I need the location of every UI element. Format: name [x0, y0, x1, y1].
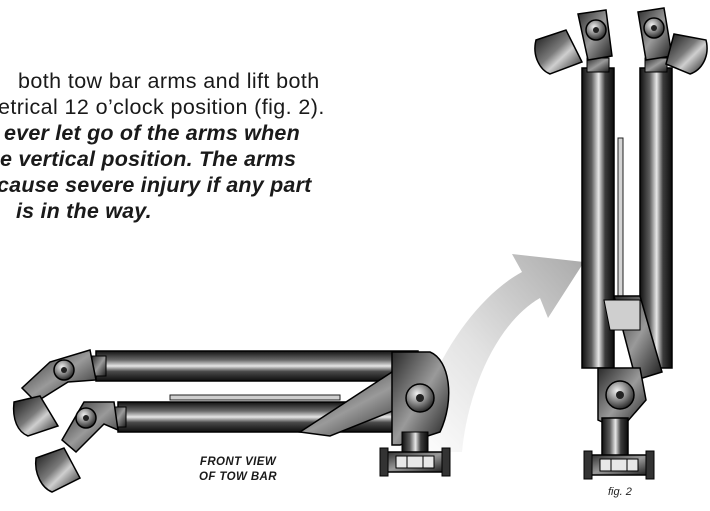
- instruction-text: both tow bar arms and lift both etrical …: [0, 68, 470, 308]
- tow-bar-vertical: [534, 7, 708, 480]
- tow-bar-folded: [12, 349, 451, 493]
- instruction-line-2: etrical 12 o’clock position (fig. 2).: [0, 95, 325, 119]
- rotation-arrow: [412, 254, 584, 452]
- instruction-line-1: both tow bar arms and lift both: [18, 69, 320, 93]
- warning-line-4: is in the way.: [16, 199, 152, 223]
- front-view-caption-line-2: OF TOW BAR: [199, 471, 277, 483]
- front-view-caption-line-1: FRONT VIEW: [199, 456, 277, 468]
- figure-label: fig. 2: [608, 486, 632, 498]
- warning-line-3: cause severe injury if any part: [0, 173, 312, 197]
- front-view-caption: FRONT VIEW OF TOW BAR: [178, 455, 298, 485]
- warning-line-2: e vertical position. The arms: [0, 147, 297, 171]
- warning-line-1: ever let go of the arms when: [4, 121, 300, 145]
